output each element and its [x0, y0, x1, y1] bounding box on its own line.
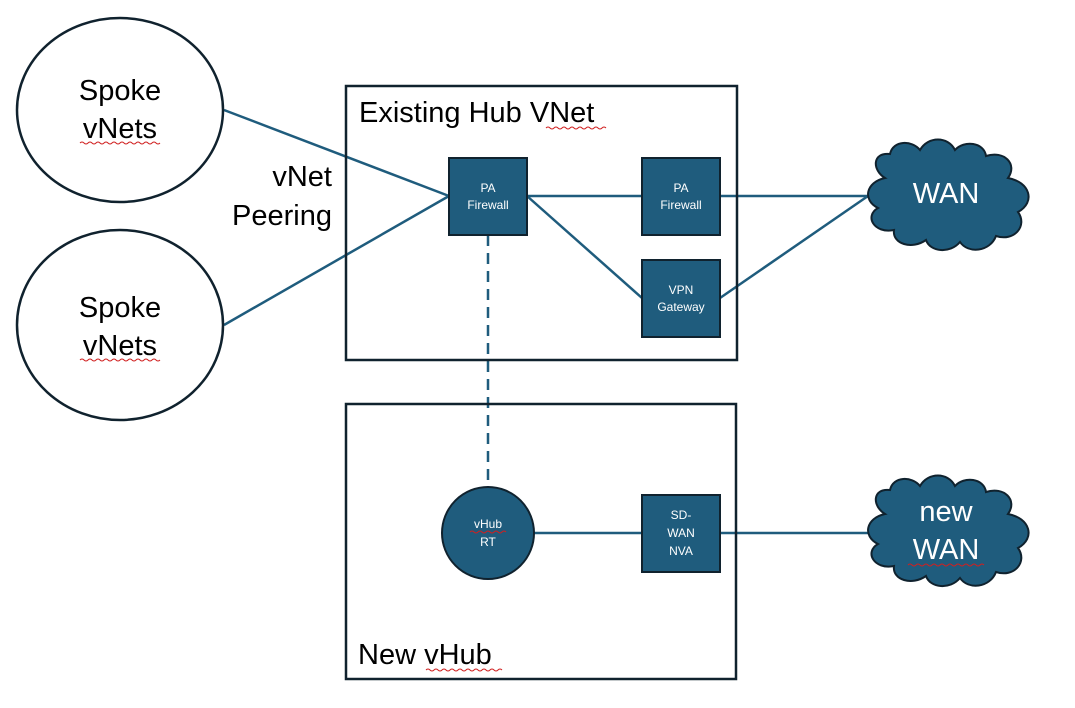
vhub-rt-line1: vHub — [474, 517, 502, 531]
sdwan-nva-line1: SD- — [671, 508, 692, 522]
spellcheck-underline — [469, 530, 507, 534]
pa-firewall-left: PA Firewall — [448, 157, 528, 236]
new-vhub: New vHub — [344, 402, 738, 681]
spellcheck-underline — [425, 668, 503, 672]
spellcheck-underline — [545, 126, 607, 130]
existing-hub-vnet: Existing Hub VNet — [344, 84, 739, 362]
link-firewall-to-vpn — [526, 195, 643, 299]
spoke-bottom-line1: Spoke — [79, 292, 161, 324]
spellcheck-underline — [79, 358, 161, 362]
vpn-gateway: VPN Gateway — [641, 259, 721, 338]
sdwan-nva-line2: WAN — [667, 526, 695, 540]
peering-line1: vNet — [272, 161, 332, 193]
spellcheck-underline — [907, 563, 985, 567]
sdwan-nva-line3: NVA — [669, 544, 693, 558]
hub-title: Existing Hub VNet — [359, 97, 594, 129]
vhub-title: New vHub — [358, 639, 492, 671]
wan-label: WAN — [913, 178, 980, 210]
vhub-rt: vHub RT — [441, 486, 535, 580]
spoke-vnets-top: Spoke vNets — [15, 16, 225, 204]
link-spoke-top-to-firewall — [223, 108, 450, 198]
vhub-rt-line2: RT — [480, 535, 496, 549]
cloud-icon — [867, 474, 1030, 587]
wan-cloud: WAN — [867, 138, 1030, 251]
pa-firewall-right-line2: Firewall — [660, 198, 701, 212]
pa-firewall-right-line1: PA — [673, 181, 688, 195]
new-wan-line2: WAN — [913, 534, 980, 566]
spoke-bottom-line2: vNets — [83, 330, 157, 362]
spellcheck-underline — [79, 141, 161, 145]
spoke-vnets-bottom: Spoke vNets — [15, 228, 225, 422]
vpn-gateway-line2: Gateway — [657, 300, 704, 314]
vnet-peering-label: vNet Peering — [232, 161, 332, 232]
pa-firewall-left-line2: Firewall — [467, 198, 508, 212]
pa-firewall-left-line1: PA — [480, 181, 495, 195]
new-wan-cloud: new WAN — [867, 474, 1030, 587]
cloud-icon — [867, 138, 1030, 251]
spoke-top-line2: vNets — [83, 113, 157, 145]
vpn-gateway-line1: VPN — [669, 283, 694, 297]
pa-firewall-right: PA Firewall — [641, 157, 721, 236]
peering-line2: Peering — [232, 200, 332, 232]
new-wan-line1: new — [919, 496, 973, 528]
spoke-top-line1: Spoke — [79, 75, 161, 107]
sdwan-nva: SD- WAN NVA — [641, 494, 721, 573]
link-vpn-to-wan — [719, 194, 869, 300]
link-spoke-bottom-to-firewall — [223, 194, 450, 327]
